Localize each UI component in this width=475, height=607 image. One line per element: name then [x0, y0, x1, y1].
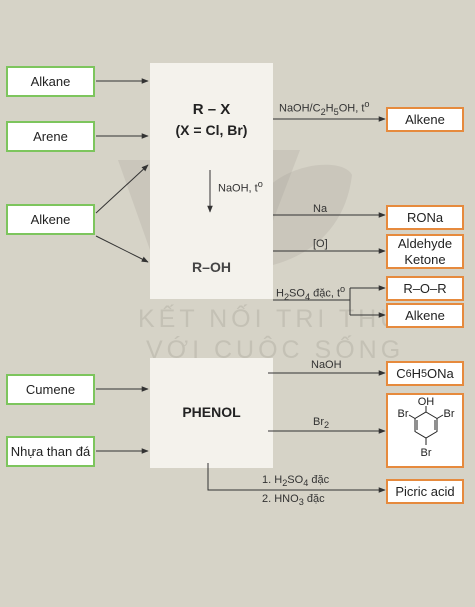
ether-box: R–O–R — [386, 276, 464, 301]
coal-tar-box: Nhựa than đá — [6, 436, 95, 467]
alkane-box: Alkane — [6, 66, 95, 97]
tribromophenol-box: OH Br Br Br — [386, 393, 464, 468]
cond-oxidation: [O] — [313, 238, 328, 250]
tribromophenol-structure: OH Br Br Br — [398, 396, 455, 459]
arrow-alkene-rx — [95, 164, 149, 214]
arrow-alkene-roh — [95, 235, 149, 263]
picric-acid-box: Picric acid — [386, 479, 464, 504]
cond-h2so4: H2SO4 đặc, to — [276, 284, 346, 302]
br-right-label: Br — [444, 408, 455, 420]
cond-nitration-1: 1. H2SO4 đặc — [262, 474, 330, 489]
cond-br2: Br2 — [313, 416, 330, 431]
alkene-box: Alkene — [6, 204, 95, 235]
rx-halogen-note: (X = Cl, Br) — [175, 122, 248, 138]
alkene-roh-product-box: Alkene — [386, 303, 464, 328]
br-left-label: Br — [398, 408, 409, 420]
oh-label: OH — [418, 396, 435, 408]
cond-naoh-ethanol: NaOH/C2H5OH, to — [279, 99, 370, 117]
aldehyde-label: Aldehyde — [397, 235, 453, 251]
cond-naoh: NaOH — [311, 359, 342, 371]
watermark-text-line1: KẾT NỐI TRI THỨC — [138, 305, 428, 333]
cond-nitration-2: 2. HNO3 đặc — [262, 493, 325, 508]
arrow-phenol-picric — [207, 463, 386, 493]
cond-na: Na — [313, 203, 328, 215]
phenol-panel — [150, 358, 273, 468]
rx-roh-panel — [150, 63, 273, 299]
phenol-label: PHENOL — [182, 404, 241, 420]
roh-label: R–OH — [192, 259, 231, 275]
arene-box: Arene — [6, 121, 95, 152]
cond-naoh-heat: NaOH, to — [218, 179, 263, 195]
rx-label: R – X — [192, 101, 231, 118]
cumene-box: Cumene — [6, 374, 95, 405]
rona-box: RONa — [386, 205, 464, 230]
br-bottom-label: Br — [421, 447, 432, 459]
aldehyde-ketone-box: Aldehyde Ketone — [386, 234, 464, 269]
ketone-label: Ketone — [404, 251, 446, 267]
alkene-product-box: Alkene — [386, 107, 464, 132]
